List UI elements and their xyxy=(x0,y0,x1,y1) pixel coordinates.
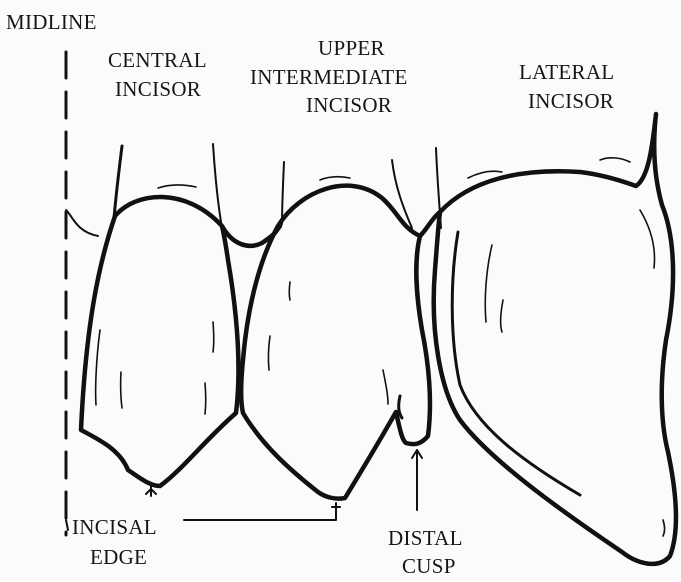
label-upper-intermediate-line-1: UPPER xyxy=(318,36,385,60)
label-midline: MIDLINE xyxy=(6,10,97,34)
incisal-edge-leader xyxy=(184,510,336,520)
central-root-distal xyxy=(213,144,222,228)
label-incisal-edge-line-2: EDGE xyxy=(90,545,147,569)
central-ridge-right xyxy=(205,383,206,414)
sketch-stroke-intermediate xyxy=(320,177,350,180)
label-central-incisor-line-2: INCISOR xyxy=(115,77,201,101)
intermediate-ridge-right xyxy=(383,370,388,404)
label-distal-cusp-line-1: DISTAL xyxy=(388,526,463,550)
lateral-ridge-3 xyxy=(640,210,654,268)
distal-cusp-groove xyxy=(399,396,402,418)
intermediate-ridge-upper xyxy=(289,282,290,300)
intermediate-crown-outline xyxy=(241,186,440,499)
gingiva-curl xyxy=(66,210,98,236)
label-lateral-incisor-line-1: LATERAL xyxy=(519,60,614,84)
central-ridge-upper xyxy=(213,322,214,352)
central-crown-outline xyxy=(81,197,280,486)
label-lateral-incisor-line-2: INCISOR xyxy=(528,89,614,113)
sketch-stroke-central xyxy=(158,185,196,188)
lateral-incisor xyxy=(434,114,676,564)
lateral-ridge-tip xyxy=(663,520,665,536)
lateral-ridge-2 xyxy=(501,300,503,332)
lateral-ridge-1 xyxy=(485,245,492,322)
central-ridge-left xyxy=(96,330,100,405)
label-distal-cusp-line-2: CUSP xyxy=(402,554,456,578)
lateral-sketch-top xyxy=(600,158,630,162)
label-upper-intermediate-line-3: INCISOR xyxy=(306,93,392,117)
incisal-edge-leader-start xyxy=(66,520,68,530)
central-root-mesial xyxy=(114,146,122,218)
intermediate-ridge-left xyxy=(268,336,270,370)
label-upper-intermediate-line-2: INTERMEDIATE xyxy=(250,65,408,89)
central-ridge-mid xyxy=(121,372,122,408)
lateral-inner-outline xyxy=(452,232,580,495)
upper-intermediate-incisor xyxy=(241,148,441,512)
lateral-crown-outline xyxy=(434,114,676,564)
label-incisal-edge-line-1: INCISAL xyxy=(72,515,157,539)
label-central-incisor-line-1: CENTRAL xyxy=(108,48,207,72)
